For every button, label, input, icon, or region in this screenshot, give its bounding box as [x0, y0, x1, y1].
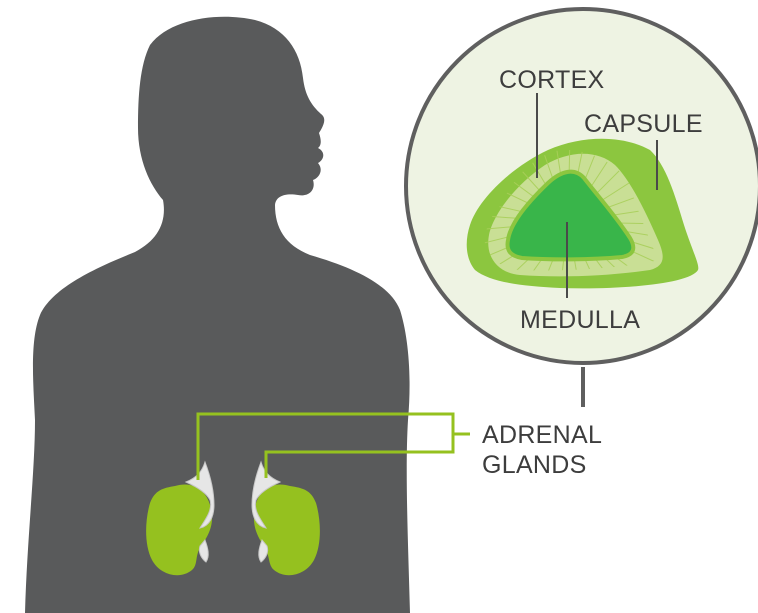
human-silhouette-icon — [25, 17, 410, 613]
capsule-label: CAPSULE — [584, 110, 703, 138]
adrenal-label-line1: ADRENAL — [482, 421, 602, 449]
adrenal-label-line2: GLANDS — [482, 451, 587, 479]
medulla-label: MEDULLA — [520, 306, 640, 334]
cortex-label: CORTEX — [499, 66, 605, 94]
